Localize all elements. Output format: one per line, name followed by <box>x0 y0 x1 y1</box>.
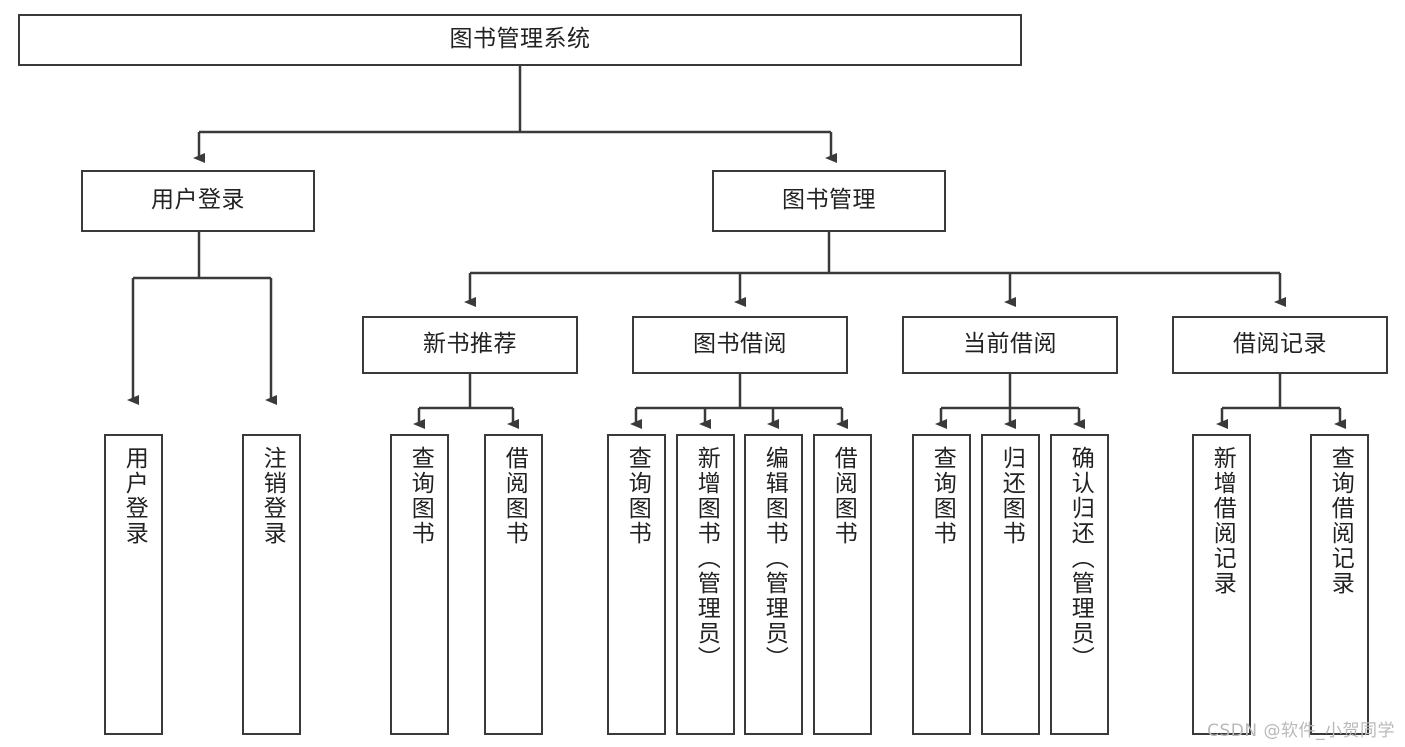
leaf-user-login-logout[interactable]: 注销登录 <box>242 434 301 735</box>
leaf-book-borrow-edit-admin[interactable]: 编辑图书（管理员） <box>744 434 803 735</box>
watermark-text: CSDN @软件_小贺同学 <box>1207 721 1395 741</box>
leaf-label: 借阅图书 <box>501 446 528 546</box>
node-label: 图书管理 <box>782 187 876 214</box>
node-label: 新书推荐 <box>423 331 517 358</box>
node-label: 图书管理系统 <box>449 26 591 53</box>
leaf-label: 确认归还（管理员） <box>1067 446 1094 671</box>
leaf-user-login-login[interactable]: 用户登录 <box>104 434 163 735</box>
leaf-borrow-record-add[interactable]: 新增借阅记录 <box>1192 434 1251 735</box>
node-label: 用户登录 <box>151 187 245 214</box>
leaf-book-borrow-add-admin[interactable]: 新增图书（管理员） <box>676 434 735 735</box>
node-book-borrow[interactable]: 图书借阅 <box>632 316 848 374</box>
node-borrow-record[interactable]: 借阅记录 <box>1172 316 1388 374</box>
node-label: 图书借阅 <box>693 331 787 358</box>
leaf-label: 编辑图书（管理员） <box>761 446 788 671</box>
leaf-current-borrow-query[interactable]: 查询图书 <box>912 434 971 735</box>
node-root-book-management-system[interactable]: 图书管理系统 <box>18 14 1022 66</box>
node-current-borrow[interactable]: 当前借阅 <box>902 316 1118 374</box>
leaf-borrow-record-query[interactable]: 查询借阅记录 <box>1310 434 1369 735</box>
leaf-new-book-borrow[interactable]: 借阅图书 <box>484 434 543 735</box>
leaf-label: 查询图书 <box>407 446 434 546</box>
leaf-label: 借阅图书 <box>830 446 857 546</box>
leaf-current-borrow-return[interactable]: 归还图书 <box>981 434 1040 735</box>
leaf-label: 查询借阅记录 <box>1327 446 1354 596</box>
node-new-book-recommend[interactable]: 新书推荐 <box>362 316 578 374</box>
leaf-label: 查询图书 <box>929 446 956 546</box>
leaf-new-book-query[interactable]: 查询图书 <box>390 434 449 735</box>
node-user-login[interactable]: 用户登录 <box>81 170 315 232</box>
leaf-label: 用户登录 <box>121 446 148 546</box>
node-label: 借阅记录 <box>1233 331 1327 358</box>
leaf-book-borrow-query[interactable]: 查询图书 <box>607 434 666 735</box>
leaf-label: 归还图书 <box>998 446 1025 546</box>
leaf-label: 注销登录 <box>259 446 286 546</box>
node-label: 当前借阅 <box>963 331 1057 358</box>
node-book-management[interactable]: 图书管理 <box>712 170 946 232</box>
leaf-label: 查询图书 <box>624 446 651 546</box>
leaf-current-borrow-confirm-return-admin[interactable]: 确认归还（管理员） <box>1050 434 1109 735</box>
leaf-label: 新增图书（管理员） <box>693 446 720 671</box>
leaf-label: 新增借阅记录 <box>1209 446 1236 596</box>
leaf-book-borrow-borrow[interactable]: 借阅图书 <box>813 434 872 735</box>
